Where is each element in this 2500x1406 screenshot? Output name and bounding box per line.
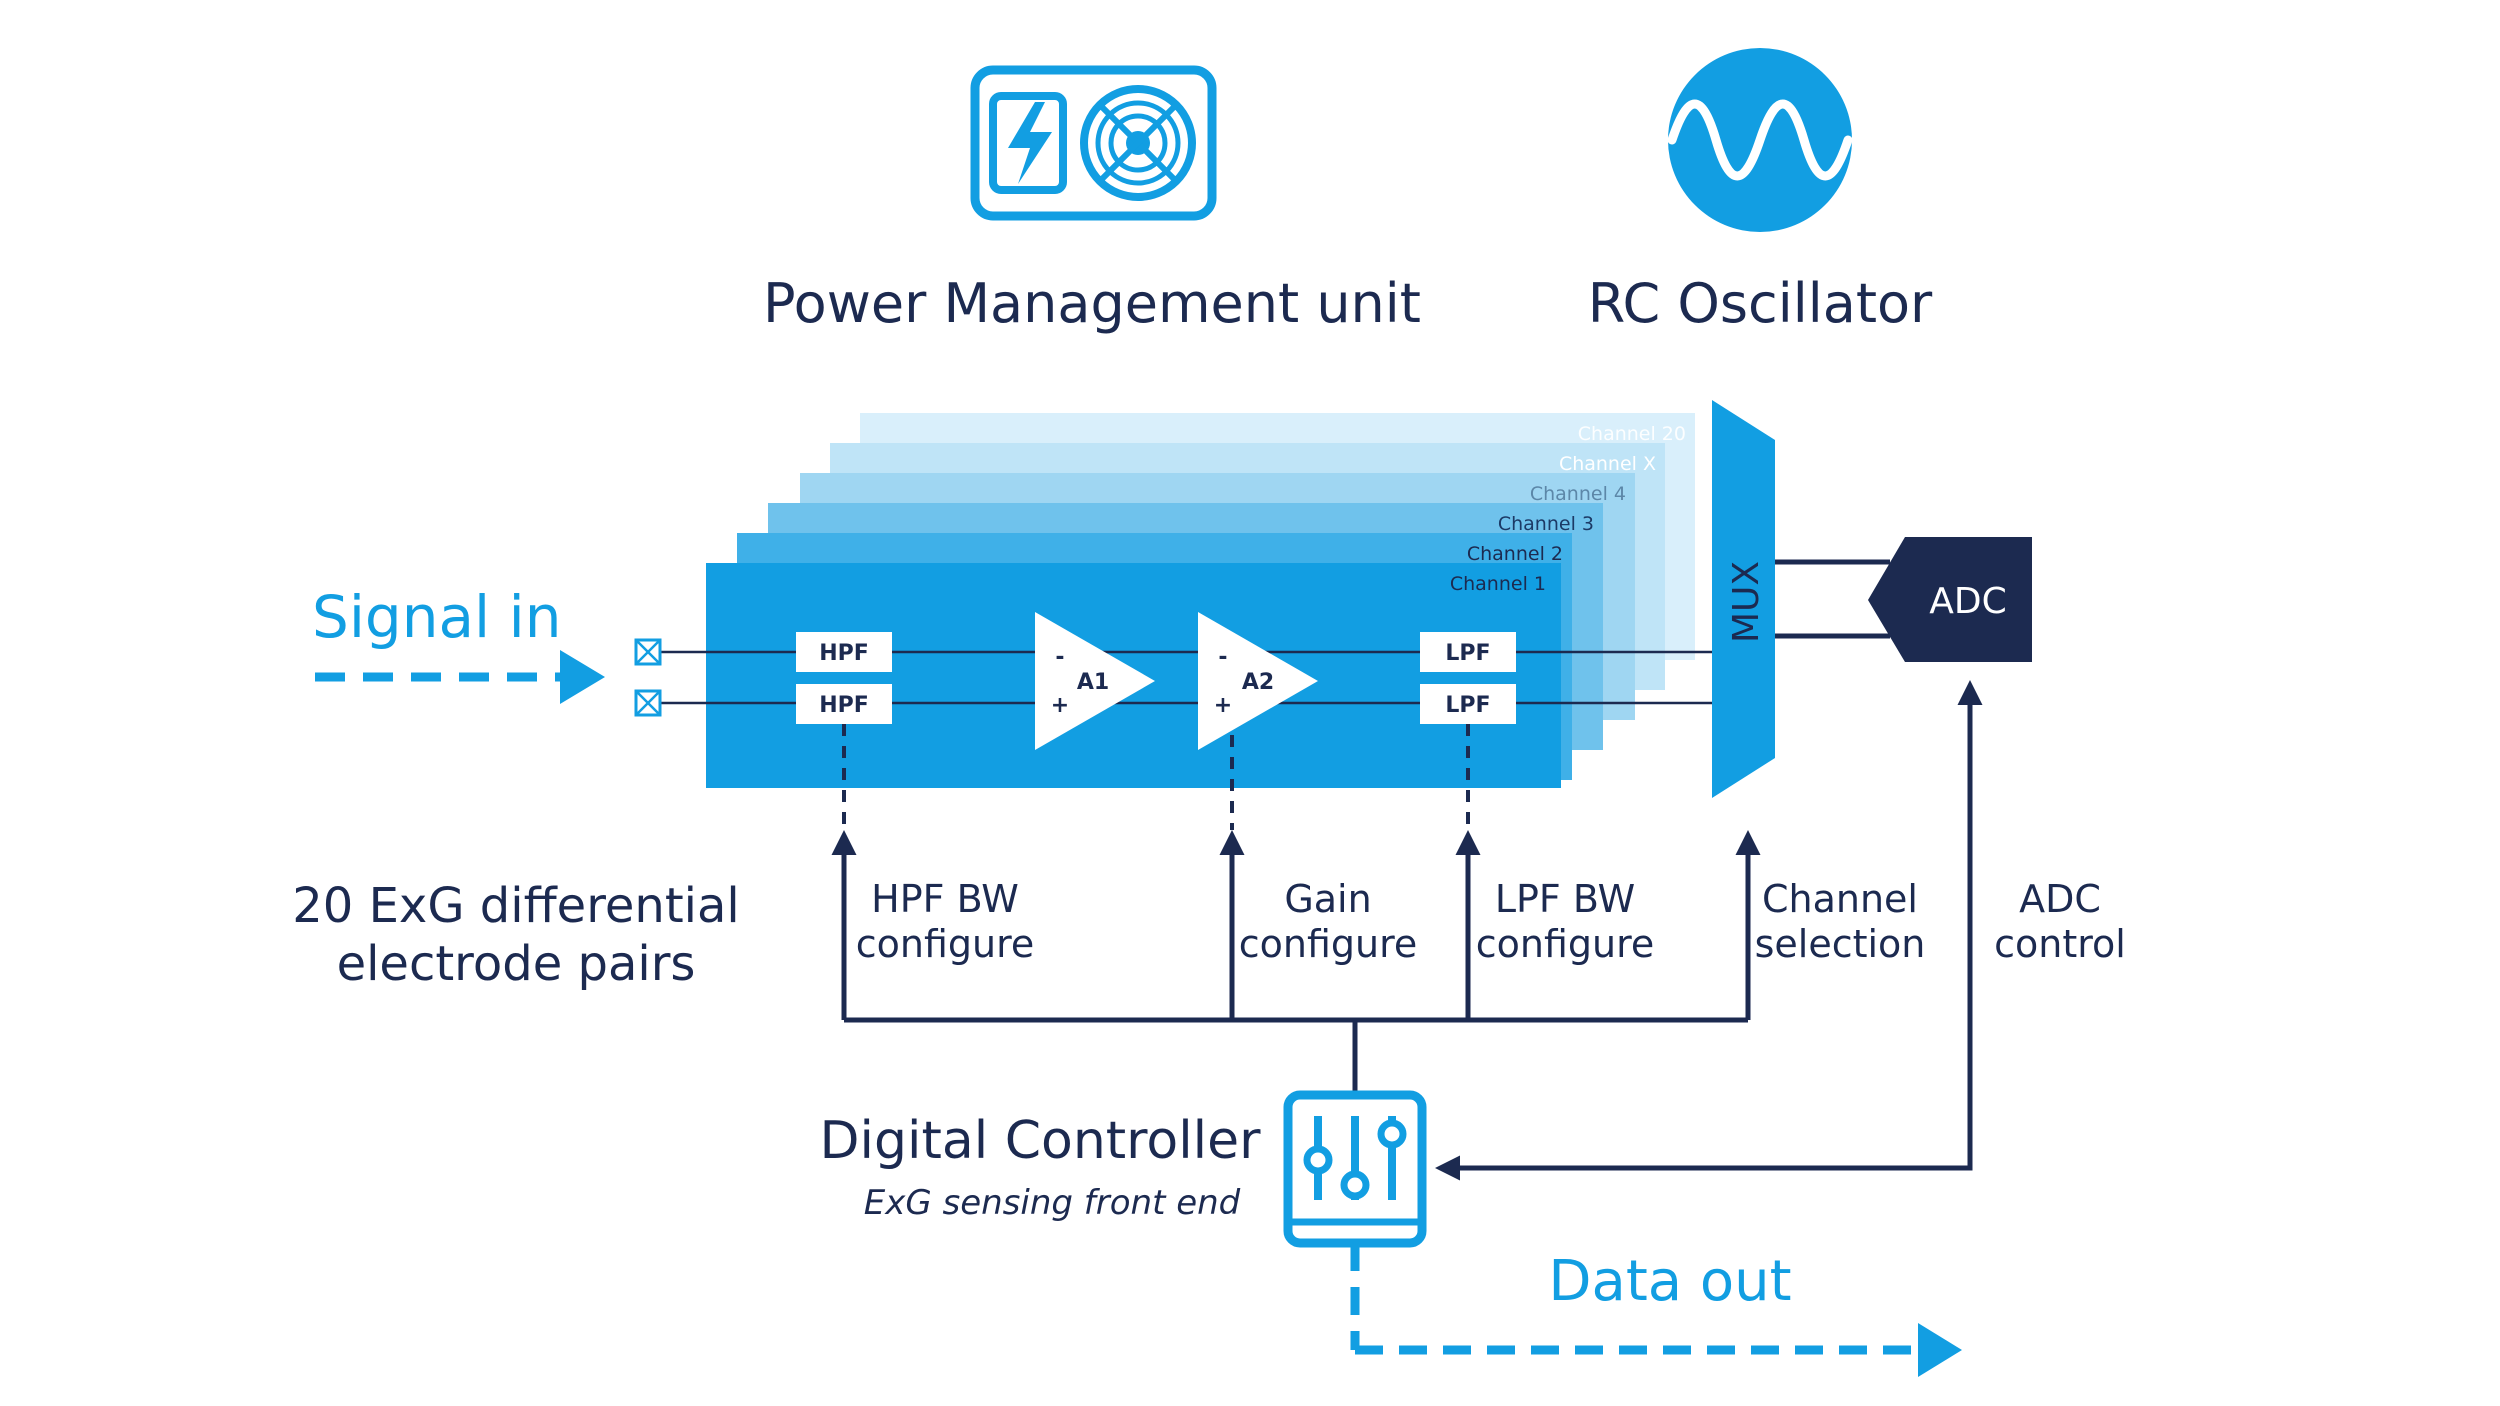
a2-label: A2 <box>1242 670 1274 695</box>
lpf-block-bottom: LPF <box>1420 684 1516 724</box>
adc-block: ADC <box>1868 537 2032 662</box>
control-bus <box>831 680 1983 1181</box>
amplifier-a2: - + A2 <box>1198 612 1318 750</box>
digital-controller-subtitle: ExG sensing front end <box>864 1183 1241 1223</box>
electrode-pairs-line1: 20 ExG differential <box>292 878 739 934</box>
channel-2-label: Channel 2 <box>1467 543 1563 565</box>
rc-oscillator-title: RC Oscillator <box>1588 272 1933 335</box>
electrode-pairs-line2: electrode pairs <box>337 936 696 992</box>
amplifier-a1: - + A1 <box>1035 612 1155 750</box>
mux-block: MUX <box>1712 400 1775 798</box>
hpf-block-top: HPF <box>796 632 892 672</box>
channel-20-label: Channel 20 <box>1578 423 1686 445</box>
data-out-arrowhead <box>1918 1323 1962 1377</box>
lpf-label-bottom: LPF <box>1445 693 1490 718</box>
electrode-terminal-bottom <box>634 689 662 717</box>
a2-minus: - <box>1218 645 1227 670</box>
gain-label-line2: configure <box>1239 922 1418 966</box>
lpf-label-top: LPF <box>1445 641 1490 666</box>
a1-label: A1 <box>1077 670 1109 695</box>
signal-in-label: Signal in <box>312 583 561 651</box>
channel-x-label: Channel X <box>1559 453 1656 475</box>
channel-selection-label-line2: selection <box>1755 922 1926 966</box>
hpf-bw-label-line2: configure <box>856 922 1035 966</box>
adc-label: ADC <box>1929 581 2006 622</box>
hpf-bw-label-line1: HPF BW <box>871 877 1019 921</box>
a1-minus: - <box>1055 645 1064 670</box>
a1-plus: + <box>1051 693 1069 718</box>
power-supply-icon <box>970 65 1217 221</box>
data-out-arrow <box>1350 1243 1920 1355</box>
lpf-block-top: LPF <box>1420 632 1516 672</box>
lpf-bw-label-line1: LPF BW <box>1495 877 1635 921</box>
digital-controller-title: Digital Controller <box>820 1111 1262 1171</box>
hpf-block-bottom: HPF <box>796 684 892 724</box>
data-out-label: Data out <box>1548 1249 1791 1314</box>
channel-selection-label-line1: Channel <box>1762 877 1918 921</box>
channel-1-label: Channel 1 <box>1450 573 1546 595</box>
hpf-label-top: HPF <box>819 641 869 666</box>
signal-in-arrow <box>315 650 605 704</box>
gain-label-line1: Gain <box>1284 877 1371 921</box>
power-management-title: Power Management unit <box>763 272 1421 335</box>
adc-control-label-line2: control <box>1994 922 2126 966</box>
electrode-terminal-top <box>634 638 662 666</box>
channel-4-label: Channel 4 <box>1530 483 1626 505</box>
sliders-icon <box>1283 1090 1427 1248</box>
mux-label: MUX <box>1726 561 1767 643</box>
a2-plus: + <box>1214 693 1232 718</box>
control-dashed-links <box>842 724 1470 830</box>
hpf-label-bottom: HPF <box>819 693 869 718</box>
adc-control-label-line1: ADC <box>2019 877 2101 921</box>
channel-3-label: Channel 3 <box>1498 513 1594 535</box>
lpf-bw-label-line2: configure <box>1476 922 1655 966</box>
sine-wave-icon <box>1667 48 1853 232</box>
